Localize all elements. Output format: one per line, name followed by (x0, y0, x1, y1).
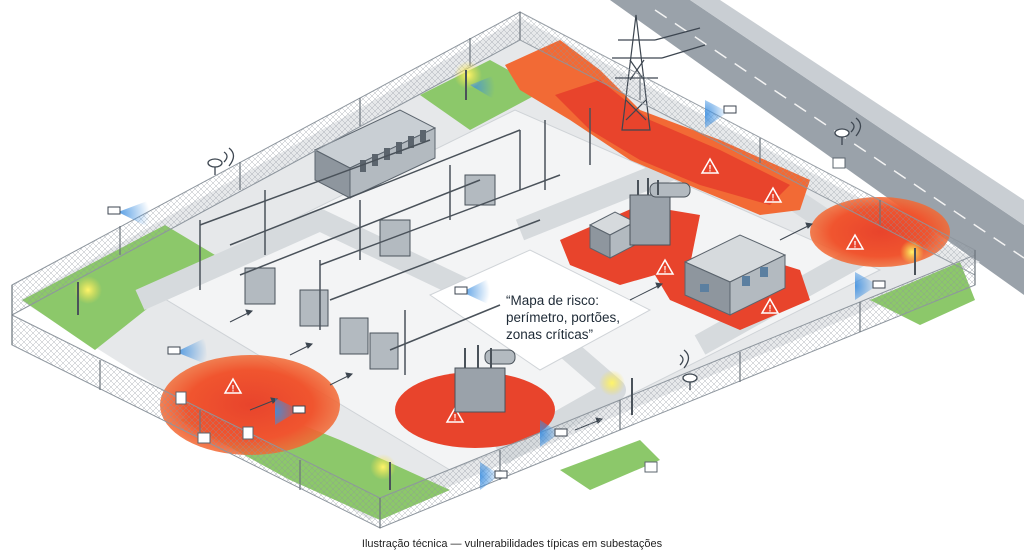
control-building (683, 234, 787, 316)
svg-text:!: ! (709, 164, 712, 174)
callout-line-3: zonas críticas” (506, 327, 593, 342)
radio-antenna-icon (834, 117, 862, 145)
warning-triangle-icon: ! (845, 233, 865, 250)
warning-triangle-icon: ! (700, 157, 720, 174)
grass-area-southeast (560, 440, 660, 490)
security-camera-icon (107, 200, 150, 228)
warning-triangle-icon: ! (763, 186, 783, 203)
grass-area-west (22, 225, 215, 350)
gate-sign-icon (832, 157, 846, 169)
floodlight-icon (454, 61, 482, 100)
security-cameras (107, 75, 886, 490)
warning-triangle-icon: ! (760, 297, 780, 314)
figure-caption: Ilustração técnica — vulnerabilidades tí… (361, 538, 663, 550)
road-shoulder (690, 0, 1024, 225)
gate-sign-icon (242, 426, 254, 440)
security-camera-icon (470, 75, 495, 100)
security-camera-icon (167, 338, 208, 365)
floodlight-icon (900, 240, 924, 275)
radio-antenna-icon (207, 147, 235, 175)
floodlight-icon (599, 370, 633, 415)
floodlights (74, 61, 924, 490)
floodlight-icon (74, 276, 102, 315)
svg-text:!: ! (854, 240, 857, 250)
transformer-icon (629, 178, 691, 246)
warning-triangle-icon: ! (655, 258, 675, 275)
warning-triangle-icon: ! (445, 406, 465, 423)
floodlight-icon (370, 454, 396, 490)
busbar-gantries (199, 108, 591, 375)
perimeter-fence (11, 11, 976, 529)
gate-signs (175, 157, 846, 473)
security-camera-icon (540, 420, 568, 447)
risk-map-callout: “Mapa de risco: perímetro, portões, zona… (506, 293, 620, 342)
callout-line-1: “Mapa de risco: (506, 293, 599, 308)
svg-text:!: ! (772, 193, 775, 203)
callout-line-2: perímetro, portões, (506, 310, 620, 325)
security-camera-icon (480, 462, 508, 490)
svg-text:!: ! (664, 265, 667, 275)
warning-triangles: ! ! ! ! ! ! ! (223, 157, 865, 423)
radio-antennas (207, 117, 862, 390)
main-transformer-icon (454, 345, 516, 413)
gate-sign-icon (175, 391, 187, 405)
warning-triangle-icon: ! (223, 377, 243, 394)
security-camera-icon (705, 100, 737, 128)
radio-antenna-icon (679, 349, 698, 390)
gate-sign-icon (197, 432, 211, 444)
gate-sign-icon (644, 461, 658, 473)
security-camera-icon (855, 272, 886, 300)
svg-text:!: ! (454, 413, 457, 423)
security-camera-icon (275, 398, 306, 425)
relay-house (588, 211, 637, 259)
svg-text:!: ! (769, 304, 772, 314)
risk-zone-north-core (555, 80, 790, 205)
callout-clearing (428, 249, 652, 371)
security-camera-icon (454, 278, 490, 305)
svg-text:!: ! (232, 384, 235, 394)
